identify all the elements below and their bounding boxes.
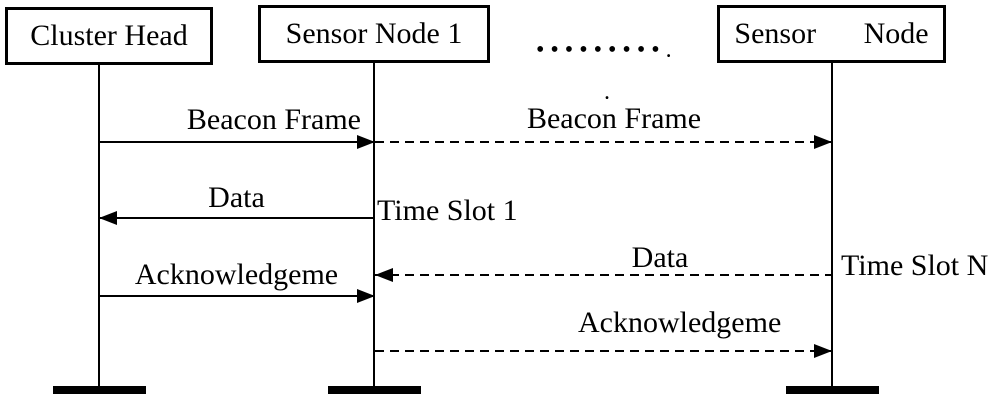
arrow-line-ack-solid (99, 295, 374, 297)
arrowhead-left-icon (375, 268, 393, 282)
arrowhead-left-icon (99, 211, 117, 225)
message-label-data-1: Data (208, 181, 265, 214)
arrowhead-right-icon (357, 289, 375, 303)
actor-label-cluster-head: Cluster Head (30, 19, 188, 52)
lifeline-sensor-node-n (831, 63, 833, 386)
actor-box-sensor-node-1: Sensor Node 1 (258, 5, 490, 63)
arrowhead-right-icon (357, 135, 375, 149)
actor-box-sensor-node-n: Sensor Node (717, 5, 946, 63)
arrow-line-beacon-frame-dashed (375, 141, 832, 143)
message-label-ack-1: Acknowledgeme (134, 258, 339, 291)
arrow-line-beacon-frame-solid (99, 141, 374, 143)
message-label-data-2: Data (631, 241, 689, 274)
lifeline-end-bar-sensor-node-n (786, 386, 879, 394)
lifeline-end-bar-sensor-node-1 (328, 386, 421, 394)
annotation-time-slot-n: Time Slot N (841, 249, 989, 282)
lifeline-cluster-head (98, 65, 100, 386)
arrow-line-data-solid (99, 217, 374, 219)
ellipsis-dots-row: •••••••••. (536, 37, 678, 63)
lifeline-sensor-node-1 (373, 63, 375, 386)
actor-label-sensor-node-n: Sensor Node (734, 17, 929, 50)
ellipsis-dot-below: . (604, 79, 610, 105)
arrow-line-ack-dashed (375, 350, 832, 352)
actor-label-sensor-node-1: Sensor Node 1 (285, 17, 463, 50)
lifeline-end-bar-cluster-head (53, 386, 146, 394)
message-label-ack-2: Acknowledgeme (578, 306, 782, 339)
arrowhead-right-icon (814, 135, 832, 149)
arrowhead-right-icon (814, 344, 832, 358)
actor-box-cluster-head: Cluster Head (5, 7, 213, 65)
message-label-beacon-frame-2: Beacon Frame (526, 102, 702, 135)
message-label-beacon-frame-1: Beacon Frame (186, 103, 361, 136)
arrow-line-data-dashed (375, 274, 832, 276)
annotation-time-slot-1: Time Slot 1 (377, 194, 518, 227)
